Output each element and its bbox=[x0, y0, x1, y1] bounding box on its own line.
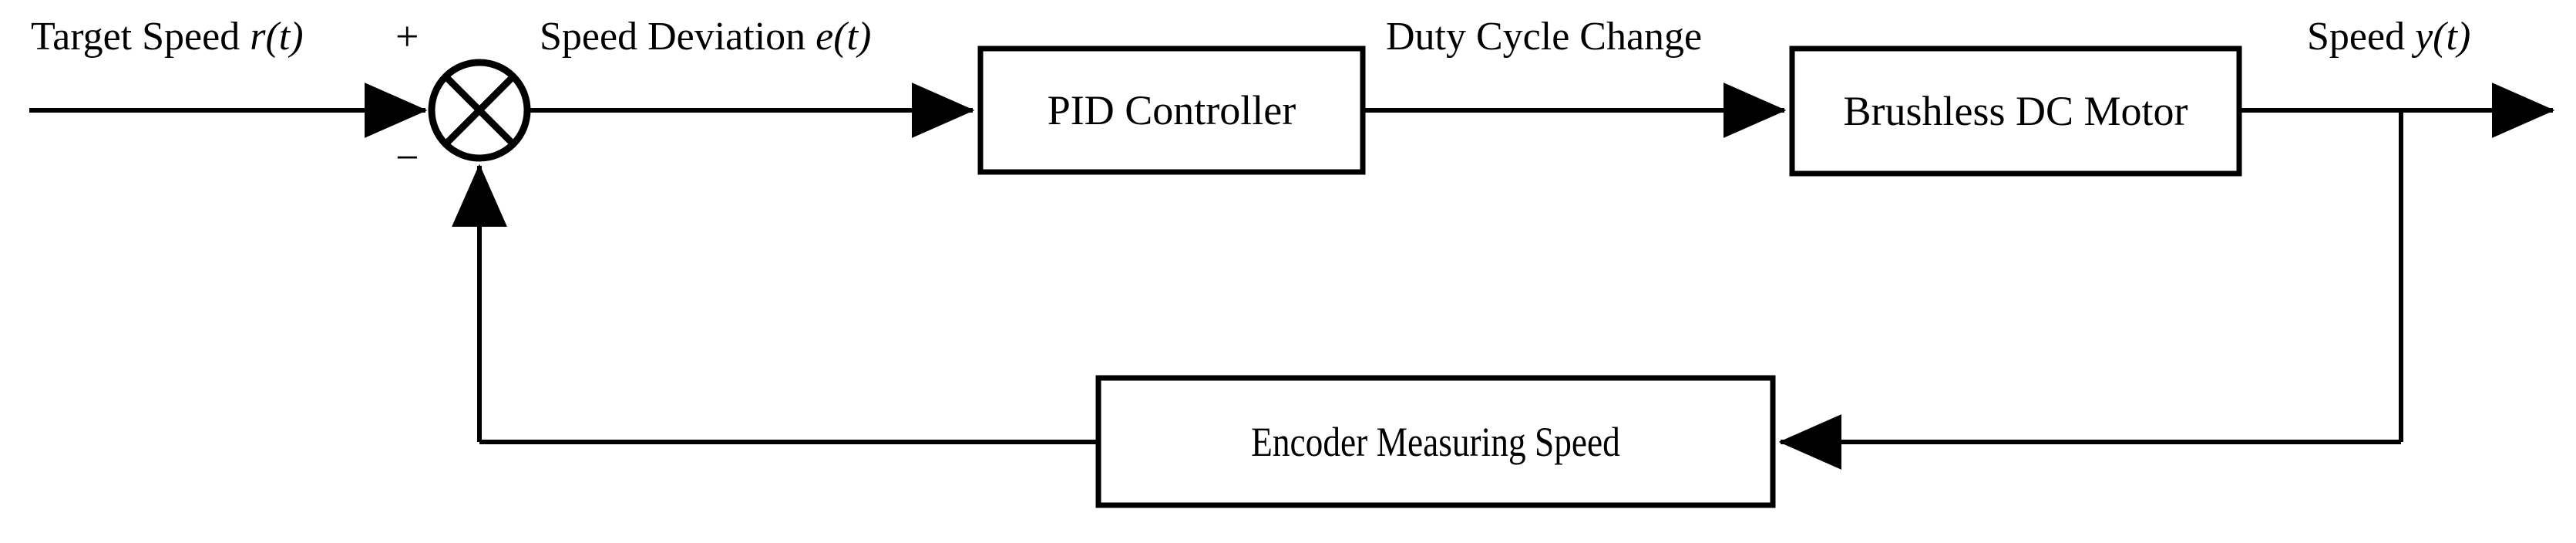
brushless-dc-motor-block[interactable] bbox=[1789, 46, 2242, 177]
pid-controller-block[interactable] bbox=[977, 46, 1366, 175]
input-signal-symbol: r(t) bbox=[250, 15, 304, 59]
brushless-dc-motor-label: Brushless DC Motor bbox=[1843, 88, 2188, 134]
summing-junction-cross-stroke-b bbox=[442, 73, 516, 147]
input-signal-label: Target Speed r(t) bbox=[31, 17, 304, 57]
duty-cycle-change-label: Duty Cycle Change bbox=[1386, 15, 1703, 59]
output-signal-text: Speed bbox=[2307, 15, 2416, 59]
error-signal-label: Speed Deviation e(t) bbox=[540, 17, 871, 57]
output-signal-symbol: y(t) bbox=[2415, 15, 2471, 59]
error-signal-text: Speed Deviation bbox=[540, 15, 816, 59]
summing-junction-plus-sign: + bbox=[395, 13, 419, 59]
error-signal-symbol: e(t) bbox=[816, 15, 872, 59]
input-signal-text: Target Speed bbox=[31, 15, 251, 59]
encoder-measuring-speed-label: Encoder Measuring Speed bbox=[1251, 418, 1620, 465]
output-signal-label: Speed y(t) bbox=[2307, 17, 2470, 57]
pid-controller-label: PID Controller bbox=[1047, 87, 1296, 133]
summing-junction-minus-sign: − bbox=[395, 134, 419, 180]
